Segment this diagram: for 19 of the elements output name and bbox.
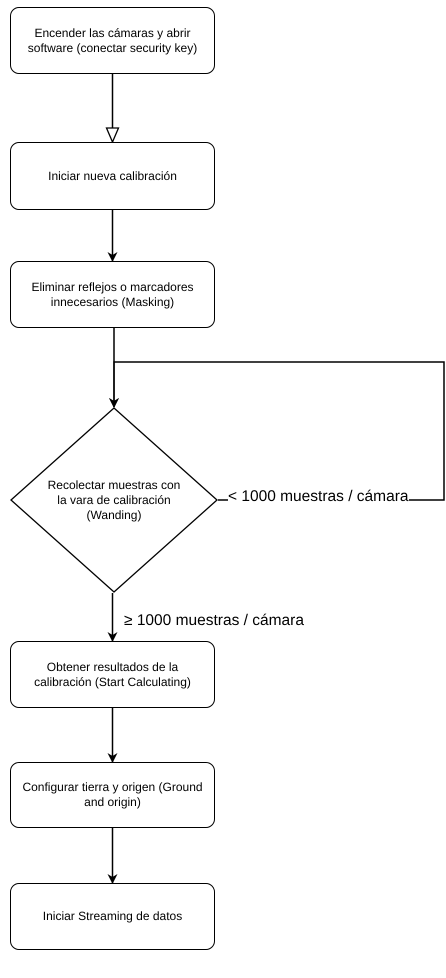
process-box [10, 142, 215, 210]
arrow [108, 593, 118, 642]
process-box [10, 261, 215, 328]
process-box [10, 883, 215, 950]
node-text: Iniciar nueva calibración [48, 168, 177, 184]
node-text: Eliminar reflejos o marcadores innecesarios (Masking) [30, 280, 195, 310]
process-box [10, 641, 215, 708]
process-box [10, 762, 215, 828]
arrow [108, 828, 118, 884]
node-text: Recolectar muestras con la vara de calibración (Wanding) [46, 478, 182, 522]
arrow [108, 210, 118, 262]
node-text: Configurar tierra y origen (Ground and origin) [21, 780, 204, 810]
arrow [108, 708, 118, 763]
arrow [106, 74, 120, 143]
decision-diamond [10, 407, 218, 593]
node-text: Obtener resultados de la calibración (Start Calculating) [33, 660, 192, 690]
node-text: Iniciar Streaming de datos [42, 909, 182, 924]
node-text: Encender las cámaras y abrir software (conectar security key) [26, 26, 198, 56]
process-box [10, 7, 215, 74]
